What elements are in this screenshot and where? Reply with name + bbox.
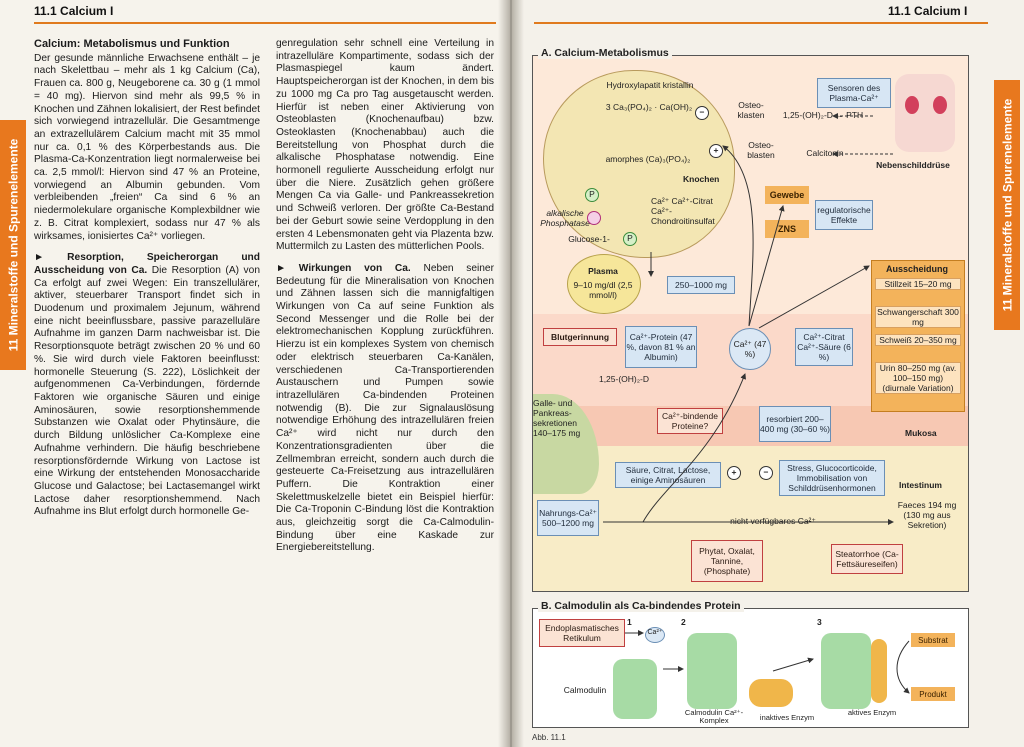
nicht-verfuegbar-label: nicht verfügbares Ca²⁺ [730,516,816,526]
running-head-left: 11.1 Calcium I [34,4,114,18]
bone-citrate-forms: Ca²⁺ Ca²⁺-Citrat Ca²⁺-Chondroitinsulfat [651,196,715,226]
resorption-text: Die Resorption (A) von Ca erfolgt auf zw… [34,264,260,518]
header-rule-left [34,22,496,24]
figure-caption: Abb. 11.1 [532,733,566,742]
hemmend-box: Stress, Glucocorticoide, Immobilisation … [779,460,885,496]
parathyroid-node-2 [933,96,947,114]
plasma-value: 9–10 mg/dl (2,5 mmol/l) [573,280,633,300]
calmodulin-complex-shape [687,633,737,709]
parathyroid-gland [895,74,955,152]
steatorrhoe-box: Steatorrhoe (Ca-Fettsäureseifen) [831,544,903,574]
arrow-resorption [642,373,746,523]
vitd-pth-label: 1,25-(OH)₂-D ← PTH [782,110,864,120]
blutgerinnung-box: Blutgerinnung [543,328,617,346]
ca-ion: Ca²⁺ [645,627,665,643]
sensor-box: Sensoren des Plasma-Ca²⁺ [817,78,891,108]
zns-box: ZNS [765,220,809,238]
galle-label: Galle- und Pankreas-sekretionen 140–175 … [533,398,581,438]
bone-label: Knochen [683,174,720,184]
phytat-box: Phytat, Oxalat, Tannine, (Phosphate) [691,540,763,582]
subheading-effects: ► Wirkungen von Ca. [276,262,411,274]
text-column-2: genregulation sehr schnell eine Verteilu… [276,38,494,564]
side-tab-right: 11 Mineralstoffe und Spurenelemente [994,80,1020,330]
figure-b-title: B. Calmodulin als Ca-bindendes Protein [538,600,744,612]
intestinum-label: Intestinum [899,480,942,490]
ca-citrat-box: Ca²⁺-Citrat Ca²⁺-Säure (6 %) [795,328,853,366]
arrow-blood-bone [722,145,754,327]
mukosa-label: Mukosa [905,428,937,438]
inhibit-sign-osteoklasten: − [695,106,709,120]
plasma-title: Plasma [588,266,618,276]
text-column-1: Calcium: Metabolismus und Funktion Der g… [34,38,260,528]
paragraph-resorption: ► Resorption, Speicherorgan und Ausschei… [34,252,260,519]
gewebe-box: Gewebe [765,186,809,204]
step-3: 3 [817,617,822,627]
exchange-box: 250–1000 mg [667,276,735,294]
osteoblasten-label: Osteo-blasten [747,140,775,160]
figure-b: Endoplasmatisches Retikulum 1 2 3 Ca²⁺ C… [532,608,969,728]
foerdernd-box: Säure, Citrat, Lactose, einige Aminosäur… [615,462,721,488]
arrow-blood-excretion [758,265,870,329]
produkt-box: Produkt [911,687,955,701]
regulatory-box: regulatorische Effekte [815,200,873,230]
paragraph-intro: Der gesunde männliche Erwachsene enthält… [34,52,260,242]
book-gutter [498,0,524,747]
left-page: 11.1 Calcium I 11 Mineralstoffe und Spur… [0,0,510,747]
header-rule-right [534,22,988,24]
side-tab-left: 11 Mineralstoffe und Spurenelemente [0,120,26,370]
effects-text: Neben seiner Bedeutung für die Mineralis… [276,262,494,554]
er-box: Endoplasmatisches Retikulum [539,619,625,647]
excretion-row: Stillzeit 15–20 mg [875,278,961,290]
complex-label: Calmodulin Ca²⁺-Komplex [684,708,744,725]
excretion-row: Schweiß 20–350 mg [875,334,961,346]
ca-protein-box: Ca²⁺-Protein (47 %, davon 81 % an Albumi… [625,326,697,368]
calmodulin-shape [613,659,657,719]
paragraph-storage: genregulation sehr schnell eine Verteilu… [276,38,494,253]
running-head-right: 11.1 Calcium I [888,4,968,18]
subheading-resorption: ► Resorption, Speicherorgan und Ausschei… [34,252,260,276]
nebenschild-label: Nebenschilddrüse [876,160,950,170]
vitd-intestine-label: 1,25-(OH)₂-D [598,374,650,384]
substrat-box: Substrat [911,633,955,647]
inactive-enzyme-label: inaktives Enzym [759,713,815,722]
bind-proteine-box: Ca²⁺-bindende Proteine? [657,408,723,434]
bone-phosphatase: alkalische Phosphatase [540,208,590,228]
phosphate-icon: P [585,188,599,202]
figure-a: Hydroxylapatit kristallin 3 Ca₃(PO₄)₂ · … [532,55,969,592]
paragraph-effects: ► Wirkungen von Ca. Neben seiner Bedeutu… [276,263,494,555]
flow-arrows [603,113,894,525]
calmodulin-active-shape [821,633,871,709]
bone-hydroxyapatit: Hydroxylapatit kristallin [606,80,694,90]
bone-glucose: Glucose-1- [568,234,610,244]
nahrung-box: Nahrungs-Ca²⁺ 500–1200 mg [537,500,599,536]
inhibit-sign-resorption: − [759,466,773,480]
excretion-title: Ausscheidung [885,264,948,274]
arrow-blood-tissue [748,205,785,327]
step-2: 2 [681,617,686,627]
free-ca-circle: Ca²⁺ (47 %) [729,328,771,370]
calcitonin-label: Calcitonin [806,148,844,158]
active-enzyme-shape [871,639,887,703]
bone-amorph: amorphes (Ca)₃(PO₄)₂ [605,154,691,164]
section-heading: Calcium: Metabolismus und Funktion [34,38,230,50]
bone-shape [543,70,735,258]
stimulate-sign-resorption: + [727,466,741,480]
parathyroid-node-1 [905,96,919,114]
calmodulin-arrows [625,630,910,694]
enzyme-icon [587,211,601,225]
faeces-label: Faeces 194 mg (130 mg aus Sekretion) [897,500,957,530]
band-mukosa [533,406,968,446]
excretion-row: Urin 80–250 mg (av. 100–150 mg) (diurnal… [875,362,961,394]
phosphate-icon-2: P [623,232,637,246]
figure-a-title: A. Calcium-Metabolismus [538,47,672,59]
osteoklasten-label: Osteo-klasten [737,100,765,120]
resorbiert-box: resorbiert 200–400 mg (30–60 %) [759,406,831,442]
excretion-row: Schwangerschaft 300 mg [875,306,961,328]
plasma-circle [567,254,641,314]
step-1: 1 [627,617,632,627]
bone-formula: 3 Ca₃(PO₄)₂ · Ca(OH)₂ [605,102,693,112]
active-enzyme-label: aktives Enzym [847,708,897,717]
calmodulin-label: Calmodulin [563,685,607,695]
inactive-enzyme-shape [749,679,793,707]
